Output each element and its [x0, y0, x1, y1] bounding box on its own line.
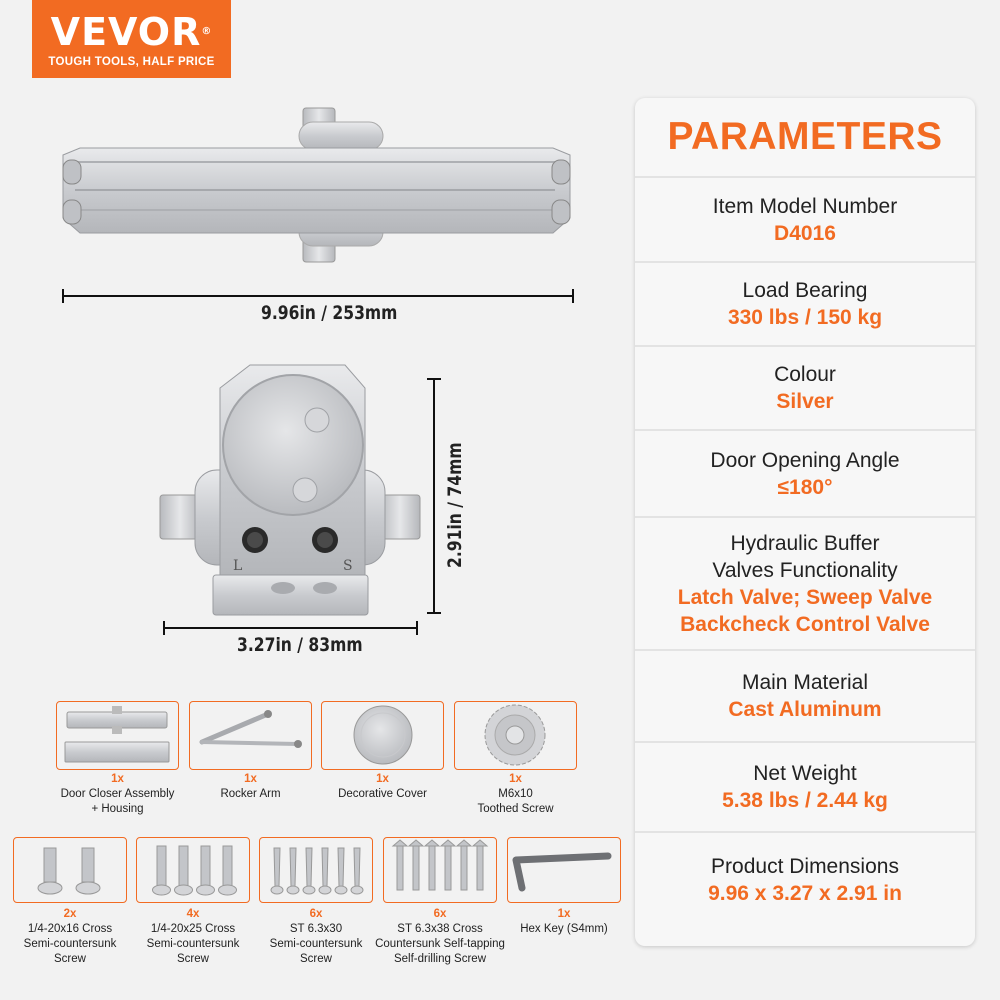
- accessory-label: M6x10: [498, 788, 533, 800]
- left-valve-mark: L: [233, 558, 242, 574]
- accessory-label: Rocker Arm: [220, 788, 281, 800]
- accessory-label: Countersunk Self-tapping: [375, 938, 505, 950]
- short-screw-icon: [37, 847, 101, 895]
- accessory-box-wood-screw: [259, 837, 373, 903]
- param-value: Cast Aluminum: [728, 698, 882, 721]
- accessory-label: Hex Key (S4mm): [520, 923, 608, 935]
- param-colour: Colour Silver: [635, 345, 975, 429]
- param-value: 5.38 lbs / 2.44 kg: [722, 789, 888, 812]
- hex-key-icon: [512, 852, 612, 892]
- decorative-cover-icon: [353, 705, 413, 765]
- param-hydraulic-buffer: Hydraulic Buffer Valves Functionality La…: [635, 516, 975, 649]
- param-label: Door Opening Angle: [710, 448, 900, 472]
- accessory-box-short-screw: [13, 837, 127, 903]
- rocker-arm-icon: [199, 710, 302, 748]
- param-label: Net Weight: [753, 762, 857, 785]
- param-label: Hydraulic Buffer: [730, 531, 880, 555]
- accessory-caption-self-drilling-screw: 6x ST 6.3x38 Cross Countersunk Self-tapp…: [365, 907, 515, 967]
- accessory-label: Self-drilling Screw: [393, 953, 487, 965]
- accessory-box-rocker-arm: [189, 701, 312, 770]
- accessory-label: Screw: [300, 953, 332, 965]
- param-label: Load Bearing: [742, 279, 868, 302]
- toothed-screw-icon: [484, 704, 546, 766]
- height-dimension-line: [427, 378, 441, 614]
- door-closer-assembly-icon: [64, 706, 170, 763]
- accessory-caption-decorative-cover: 1x Decorative Cover: [312, 772, 453, 802]
- accessory-box-hex-key: [507, 837, 621, 903]
- param-label: Product Dimensions: [711, 854, 899, 878]
- param-value: Latch Valve; Sweep Valve: [677, 585, 933, 609]
- param-net-weight: Net Weight 5.38 lbs / 2.44 kg: [635, 741, 975, 831]
- param-main-material: Main Material Cast Aluminum: [635, 649, 975, 741]
- param-model-number: Item Model Number D4016: [635, 176, 975, 261]
- param-label: Item Model Number: [712, 194, 898, 218]
- accessory-box-medium-screw: [136, 837, 250, 903]
- accessory-qty: 1x: [244, 773, 257, 785]
- accessory-label: Door Closer Assembly: [60, 788, 175, 800]
- param-product-dimensions: Product Dimensions 9.96 x 3.27 x 2.91 in: [635, 831, 975, 926]
- parameters-panel: PARAMETERS Item Model Number D4016 Load …: [635, 98, 975, 946]
- param-label: Main Material: [741, 671, 869, 694]
- brand-name: VEVOR: [50, 10, 202, 54]
- param-label: Colour: [774, 363, 836, 386]
- length-dimension-line: [62, 289, 574, 303]
- param-value: D4016: [774, 221, 836, 245]
- accessory-label: Toothed Screw: [477, 803, 554, 815]
- accessory-label: 1/4-20x25 Cross: [150, 923, 236, 935]
- accessory-qty: 6x: [309, 908, 323, 920]
- accessory-caption-short-screw: 2x 1/4-20x16 Cross Semi-countersunk Scre…: [5, 907, 135, 967]
- length-dimension-label: 9.96in / 253mm: [261, 302, 398, 324]
- accessory-qty: 1x: [111, 773, 124, 785]
- door-closer-top-view-image: [62, 107, 571, 263]
- param-value: 330 lbs / 150 kg: [727, 306, 883, 329]
- accessory-caption-door-closer-assembly: 1x Door Closer Assembly + Housing: [46, 772, 189, 817]
- accessory-label: ST 6.3x38 Cross: [397, 923, 483, 935]
- accessory-label: Semi-countersunk: [269, 938, 363, 950]
- accessory-caption-hex-key: 1x Hex Key (S4mm): [499, 907, 629, 937]
- accessory-label: Semi-countersunk: [146, 938, 240, 950]
- accessory-qty: 6x: [433, 908, 447, 920]
- right-valve-mark: S: [343, 558, 353, 574]
- accessory-label: Decorative Cover: [338, 788, 427, 800]
- wood-screw-icon: [270, 847, 364, 895]
- accessory-caption-wood-screw: 6x ST 6.3x30 Semi-countersunk Screw: [251, 907, 381, 967]
- param-value: ≤180°: [777, 475, 833, 499]
- brand-logo: VEVOR® TOUGH TOOLS, HALF PRICE: [32, 0, 231, 78]
- param-value: 9.96 x 3.27 x 2.91 in: [708, 881, 902, 905]
- accessory-qty: 2x: [63, 908, 77, 920]
- accessory-box-self-drilling-screw: [383, 837, 497, 903]
- door-closer-side-view-image: L S: [159, 364, 421, 616]
- accessory-box-decorative-cover: [321, 701, 444, 770]
- accessory-label: + Housing: [91, 803, 144, 815]
- width-dimension-label: 3.27in / 83mm: [237, 634, 363, 656]
- accessory-caption-toothed-screw: 1x M6x10 Toothed Screw: [445, 772, 586, 817]
- accessory-label: ST 6.3x30: [289, 923, 343, 935]
- param-load-bearing: Load Bearing 330 lbs / 150 kg: [635, 261, 975, 345]
- param-value: Silver: [776, 390, 834, 413]
- accessory-label: Screw: [177, 953, 209, 965]
- accessory-qty: 1x: [557, 908, 571, 920]
- self-drilling-screw-icon: [391, 839, 489, 891]
- accessory-label: Semi-countersunk: [23, 938, 117, 950]
- accessory-label: 1/4-20x16 Cross: [27, 923, 113, 935]
- param-door-opening-angle: Door Opening Angle ≤180°: [635, 429, 975, 516]
- medium-screw-icon: [152, 845, 237, 896]
- brand-tagline: TOUGH TOOLS, HALF PRICE: [48, 56, 215, 68]
- accessory-box-door-closer-assembly: [56, 701, 179, 770]
- accessory-caption-rocker-arm: 1x Rocker Arm: [180, 772, 321, 802]
- height-dimension-label: 2.91in / 74mm: [444, 442, 466, 568]
- accessory-label: Screw: [54, 953, 86, 965]
- parameters-title: PARAMETERS: [667, 115, 943, 158]
- param-value: Backcheck Control Valve: [680, 612, 930, 636]
- accessory-qty: 1x: [509, 773, 522, 785]
- accessory-qty: 4x: [186, 908, 200, 920]
- param-label: Valves Functionality: [712, 558, 898, 582]
- accessory-caption-medium-screw: 4x 1/4-20x25 Cross Semi-countersunk Scre…: [128, 907, 258, 967]
- accessory-qty: 1x: [376, 773, 389, 785]
- width-dimension-line: [163, 621, 418, 635]
- accessory-box-toothed-screw: [454, 701, 577, 770]
